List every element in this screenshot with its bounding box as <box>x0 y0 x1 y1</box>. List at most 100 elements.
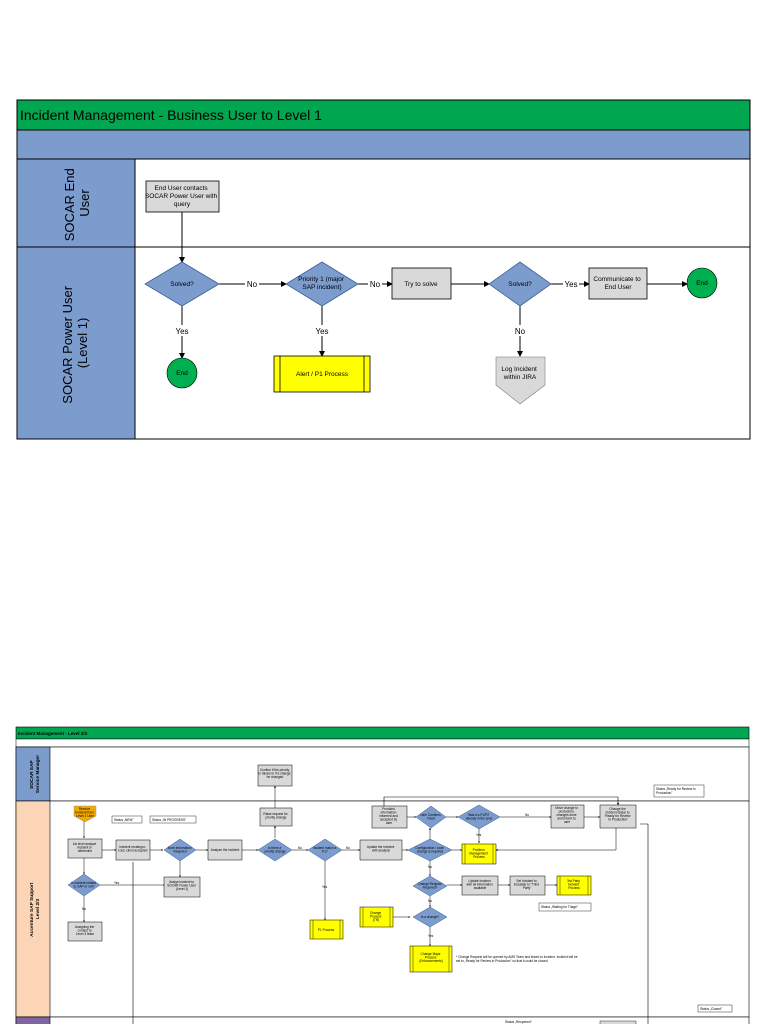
process-problem-management <box>461 843 497 865</box>
node-update-incident-info <box>461 875 499 896</box>
svg-text:Problem Management: Problem Management Process <box>469 848 489 859</box>
decision-solved-2 <box>488 261 552 307</box>
node-assign-power-user <box>163 876 201 898</box>
svg-text:Was it a P1/P2 already i: Was it a P1/P2 already in the prod <box>466 813 493 821</box>
lane-accenture-support <box>15 800 51 1018</box>
decision-change-required <box>412 875 448 897</box>
svg-text:P1 Process: P1 Process <box>318 928 335 932</box>
svg-text:End User contacts SOCAR: End User contacts SOCAR Power User with … <box>145 185 219 208</box>
node-first-level-analyze <box>67 838 103 859</box>
terminal-end-right <box>686 267 718 299</box>
svg-text:Analyze the incident: Analyze the incident <box>211 848 240 852</box>
lane-service-manager-label: SOCAR SAP Service Manager <box>29 755 41 793</box>
svg-text:Is there a priority chan: Is there a priority change <box>265 846 286 854</box>
svg-text:Yes: Yes <box>428 934 434 938</box>
node-set-incident-third-party <box>509 875 546 896</box>
svg-text:No: No <box>428 865 432 869</box>
lane-end-user <box>16 158 136 248</box>
node-communicate <box>588 267 648 300</box>
svg-text:1st level analyze incide: 1st level analyze incident to determine <box>73 842 97 853</box>
svg-text:Status „Ready for Review in: Status „Ready for Review in Production" <box>656 787 696 795</box>
node-assigning-contact <box>67 921 103 942</box>
svg-text:Change Major Process: Change Major Process (Enhancements) <box>419 952 442 963</box>
svg-text:User Confirms Fixed: User Confirms Fixed <box>420 813 441 821</box>
svg-text:Change Process (TR: Change Process (TR) <box>370 911 382 922</box>
svg-text:Set Incident to Escalate: Set Incident to Escalate to "Third Party… <box>514 879 540 890</box>
decision-user-confirms <box>415 805 447 829</box>
node-try-to-solve <box>391 267 452 300</box>
diagram1-header-band <box>16 129 751 160</box>
lane-end-user-label: SOCAR End User <box>62 165 92 242</box>
svg-text:Update the incident with: Update the incident with analysis <box>367 845 395 853</box>
process-change-major <box>409 945 453 973</box>
note-status-closed <box>697 1004 733 1013</box>
decision-is-change <box>412 906 448 928</box>
svg-text:Is a change?: Is a change? <box>421 915 439 919</box>
decision-solved-1 <box>144 261 220 307</box>
label-no-3: No <box>515 327 526 336</box>
svg-text:Update Incident with all: Update Incident with all information ava… <box>466 879 493 890</box>
svg-text:Confirm if the priority: Confirm if the priority is raised or if … <box>259 768 292 779</box>
note-status-waiting <box>538 902 592 912</box>
diagram-level-2-3: Incident Management - Level 2/3 SOCAR SA… <box>15 726 750 1024</box>
svg-text:Is incident related to S: Is incident related to SAP or not? <box>71 881 97 889</box>
node-incident-recategorized <box>115 839 151 861</box>
svg-text:Provided information: Provided information informed and accept… <box>379 807 399 825</box>
decision-priority-1 <box>285 261 359 307</box>
svg-text:Yes: Yes <box>114 881 120 885</box>
svg-text:Priority 1 (major SAP in: Priority 1 (major SAP incident) <box>298 276 346 291</box>
svg-text:Status „Waiting for Triage": Status „Waiting for Triage" <box>541 905 578 909</box>
svg-text:Incident match a P1?: Incident match a P1? <box>313 846 337 854</box>
svg-text:Assigning the contact to: Assigning the contact to Level 3 team <box>75 925 95 936</box>
decision-is-incident-sap <box>67 873 101 897</box>
process-third-party <box>556 875 592 896</box>
svg-text:Yes: Yes <box>322 885 328 889</box>
diagram-business-user-level1: Incident Management - Business User to L… <box>16 99 751 440</box>
note-status-reopened: Status „Reopened" <box>505 1020 532 1024</box>
svg-text:Status „Closed": Status „Closed" <box>700 1007 722 1011</box>
note-status-in-progress <box>149 815 197 824</box>
svg-text:Change the incident stat: Change the incident status to 'Ready for… <box>605 807 632 822</box>
svg-text:Communicate to End User: Communicate to End User <box>593 276 642 291</box>
node-raise-request <box>259 807 293 827</box>
svg-text:Move change to productio: Move change to production, changes done … <box>555 806 579 824</box>
svg-text:Solved?: Solved? <box>170 281 194 288</box>
svg-text:Change Request Required?: Change Request Required? <box>418 882 443 890</box>
offpage-log-incident-jira <box>495 356 546 405</box>
svg-text:End: End <box>696 280 708 287</box>
label-yes-2: Yes <box>315 327 328 336</box>
svg-text:Status „NEW": Status „NEW" <box>114 818 134 822</box>
svg-text:No: No <box>346 846 350 850</box>
svg-text:Incident recategor- ized: Incident recategor- ized, client accepte… <box>119 845 148 853</box>
lane-power-user <box>16 246 136 440</box>
svg-text:Try to solve: Try to solve <box>404 281 438 288</box>
svg-text:No: No <box>82 907 86 911</box>
node-end-user-contacts <box>145 180 220 213</box>
svg-text:Yes: Yes <box>476 833 482 837</box>
lane-bottom <box>15 1016 51 1024</box>
label-no-1: No <box>247 280 258 289</box>
svg-text:Assign incident to SOCAR: Assign incident to SOCAR Power User (Lev… <box>167 880 197 891</box>
svg-text:Alert / P1 Process: Alert / P1 Process <box>296 371 349 378</box>
note-status-ready-review <box>653 784 705 798</box>
svg-text:Raise request for priori: Raise request for priority change <box>263 812 288 820</box>
svg-text:No: No <box>298 846 302 850</box>
svg-text:Receive Incident from: Receive Incident from Level 1 User <box>75 807 95 818</box>
decision-incident-p1 <box>307 838 343 862</box>
node-move-change-production <box>550 804 585 829</box>
svg-text:No: No <box>428 899 432 903</box>
node-analyze-incident <box>207 839 243 861</box>
diagram2-header-band <box>15 738 750 748</box>
svg-text:Status „IN PROGRESS": Status „IN PROGRESS" <box>152 818 186 822</box>
note-change-request: * Change Request will be opened by AMS T… <box>456 955 578 963</box>
svg-text:No: No <box>525 813 529 817</box>
label-yes-1: Yes <box>175 327 188 336</box>
diagram2-title: Incident Management - Level 2/3 <box>18 731 88 736</box>
process-alert-p1 <box>273 355 371 393</box>
process-change-tr <box>359 906 394 928</box>
terminal-end-left <box>166 357 198 389</box>
node-change-status-review <box>599 804 637 829</box>
decision-config-change <box>407 838 453 862</box>
svg-text:Log Incident within JIRA: Log Incident within JIRA <box>501 366 538 381</box>
